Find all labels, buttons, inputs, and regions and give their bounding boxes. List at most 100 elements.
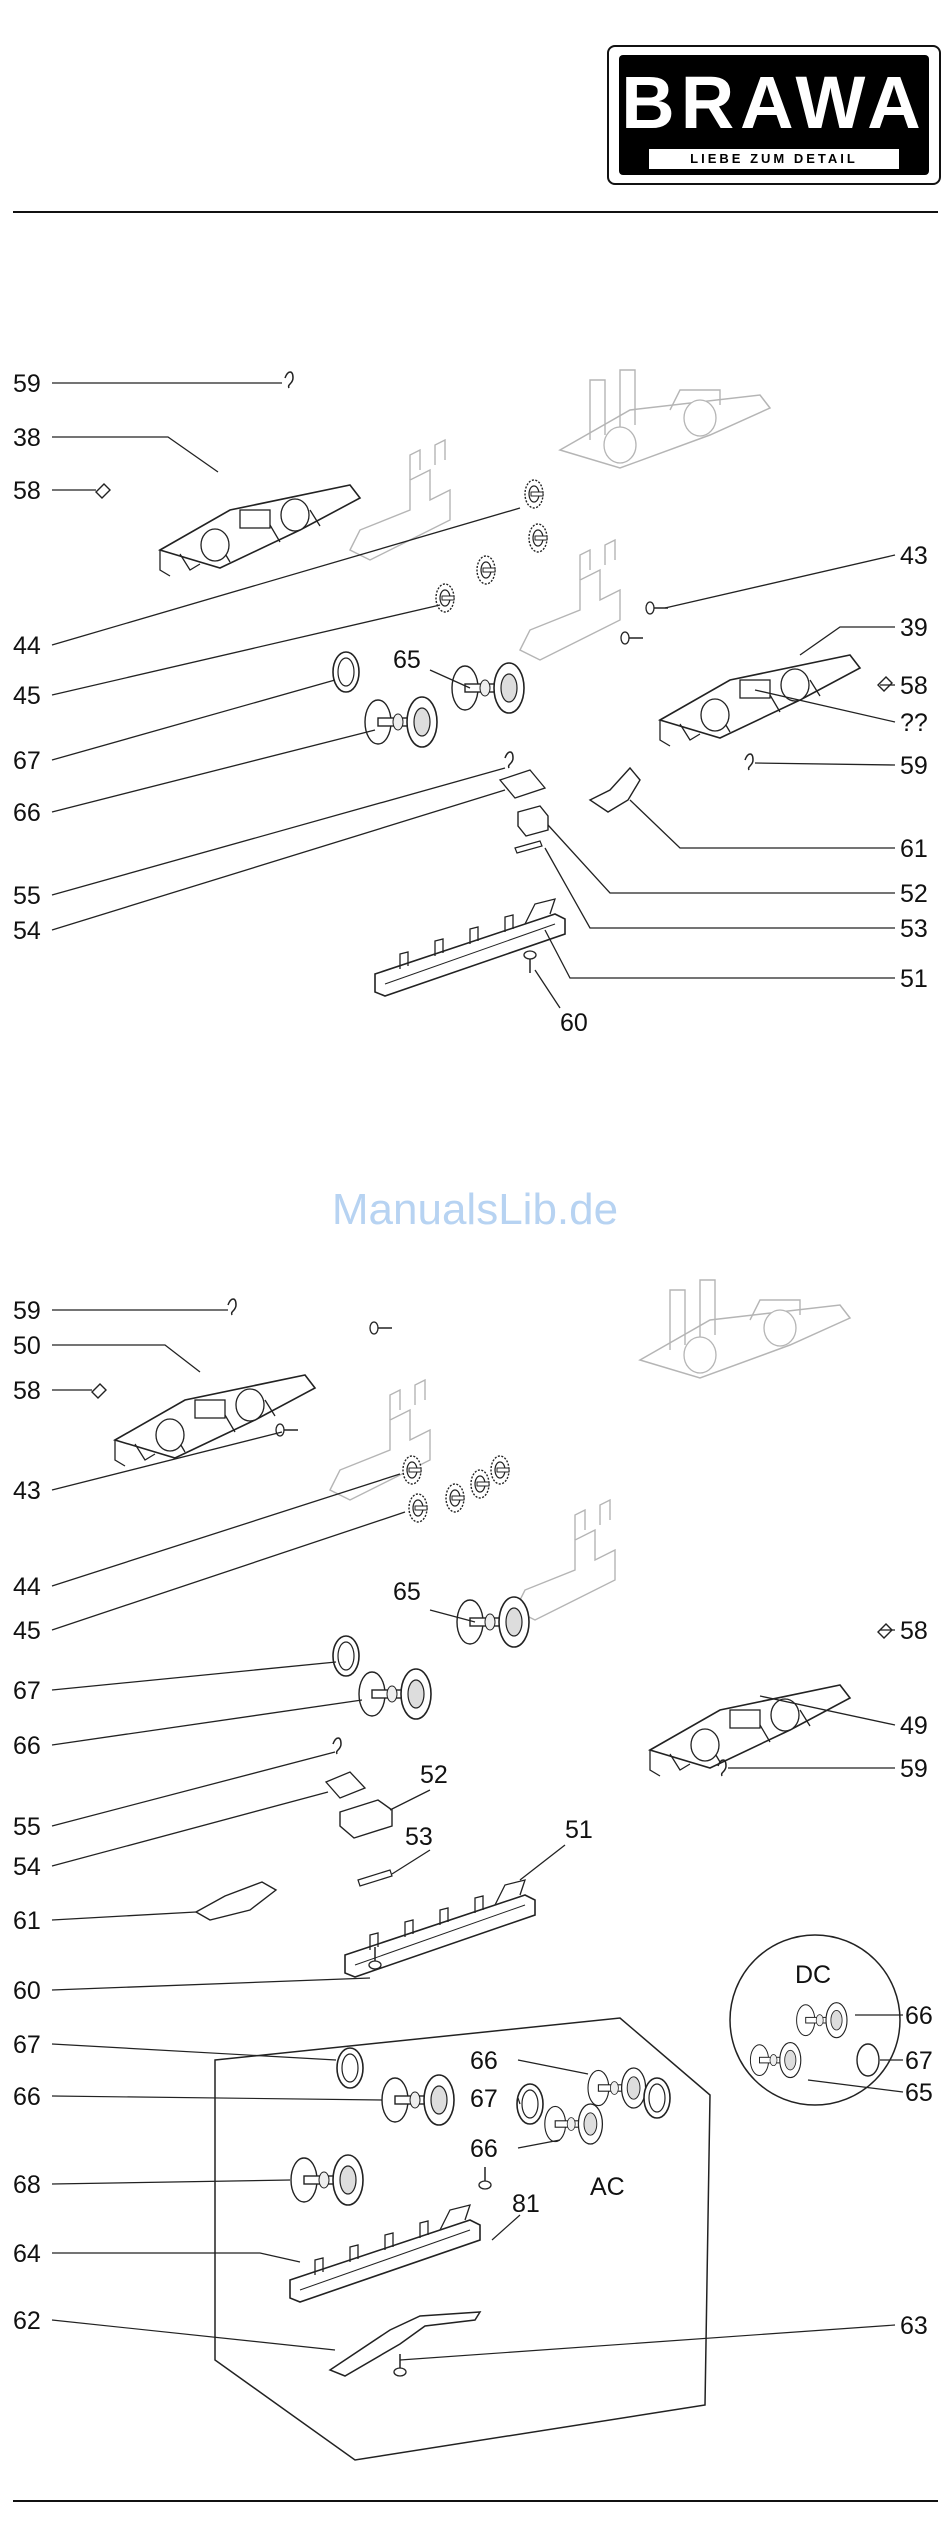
frame-51: [375, 899, 565, 996]
spring-59c: [228, 1299, 236, 1315]
gear-44d: [403, 1456, 421, 1484]
ac-label-81: 81: [512, 2190, 540, 2218]
label2-45: 45: [13, 1617, 41, 1645]
dc-label-67: 67: [905, 2047, 933, 2075]
label2-58: 58: [13, 1377, 41, 1405]
label-39: 39: [900, 614, 928, 642]
label2-58b: 58: [900, 1617, 928, 1645]
gear-44f: [491, 1456, 509, 1484]
label-59: 59: [13, 370, 41, 398]
gear-44e: [471, 1470, 489, 1498]
wheelset-66: [365, 697, 437, 747]
gear-45: [436, 584, 454, 612]
wheelset-66b: [359, 1669, 431, 1719]
grey-chassis-outline-1: [560, 370, 770, 468]
diagram-2: DC 66 67 65 AC: [13, 1280, 933, 2460]
label-58: 58: [13, 477, 41, 505]
label-58b: 58: [900, 672, 928, 700]
clip-58b: [878, 677, 892, 691]
clip-58d: [878, 1624, 892, 1638]
label-51: 51: [900, 965, 928, 993]
diagram-1: 59 38 58 44 45 67 66 55 54 65 43 39 58 ?…: [13, 370, 928, 1037]
label-66: 66: [13, 799, 41, 827]
wheelset-65: [452, 663, 524, 713]
label2-67: 67: [13, 1677, 41, 1705]
block-52: [518, 806, 548, 836]
label-61: 61: [900, 835, 928, 863]
dc-label-66: 66: [905, 2002, 933, 2030]
grey-chassis-outline-2: [640, 1280, 850, 1378]
ac-ring-66: [644, 2078, 670, 2118]
gear-44b: [529, 524, 547, 552]
label2-59: 59: [13, 1297, 41, 1325]
gear-44c: [477, 556, 495, 584]
grey-bracket-1b: [520, 540, 620, 660]
label2-50: 50: [13, 1332, 41, 1360]
label-60: 60: [560, 1009, 588, 1037]
ring-67: [333, 652, 359, 692]
ac-title: AC: [590, 2173, 625, 2201]
spring-55: [505, 752, 513, 768]
ac-label-67b: 67: [470, 2085, 498, 2113]
label-38: 38: [13, 424, 41, 452]
plate-54b: [326, 1772, 365, 1798]
label-52: 52: [900, 880, 928, 908]
screw-60: [524, 951, 536, 973]
gear-45b: [409, 1494, 427, 1522]
ac-label-64: 64: [13, 2240, 41, 2268]
screw-43a: [646, 602, 668, 614]
block-52b: [340, 1800, 392, 1838]
ac-label-67: 67: [13, 2031, 41, 2059]
ac-label-62: 62: [13, 2307, 41, 2335]
ring-67b: [333, 1636, 359, 1676]
bogie-49: [650, 1685, 850, 1776]
screw-43c: [370, 1322, 392, 1334]
bogie-39: [660, 655, 860, 746]
screw-43d: [276, 1424, 298, 1436]
label-unknown: ??: [900, 709, 928, 737]
ac-ring-67: [337, 2048, 363, 2088]
label-43: 43: [900, 542, 928, 570]
label-65: 65: [393, 646, 421, 674]
ac-label-63: 63: [900, 2312, 928, 2340]
strip-53: [515, 841, 542, 853]
clip-58c: [92, 1384, 106, 1398]
bogie-38: [160, 485, 360, 576]
plate-54: [500, 770, 545, 798]
label-45: 45: [13, 682, 41, 710]
dc-label-65: 65: [905, 2079, 933, 2107]
label-67: 67: [13, 747, 41, 775]
label2-53: 53: [405, 1823, 433, 1851]
ac-ring-67b: [517, 2084, 543, 2124]
label2-61: 61: [13, 1907, 41, 1935]
spring-59b: [745, 754, 753, 770]
dc-title: DC: [795, 1961, 831, 1989]
label-54: 54: [13, 917, 41, 945]
grey-bracket-2b: [515, 1500, 615, 1620]
gear-45c: [446, 1484, 464, 1512]
bogie-50: [115, 1375, 315, 1466]
label2-52: 52: [420, 1761, 448, 1789]
label-53: 53: [900, 915, 928, 943]
clip-58a: [96, 484, 110, 498]
label2-59b: 59: [900, 1755, 928, 1783]
spring-59a: [285, 372, 293, 388]
label2-51: 51: [565, 1816, 593, 1844]
screw-43b: [621, 632, 643, 644]
contact-61: [590, 768, 640, 812]
dc-ring-67: [857, 2044, 879, 2076]
label2-49: 49: [900, 1712, 928, 1740]
grey-bracket-1a: [350, 440, 450, 560]
gear-44a: [525, 480, 543, 508]
ac-label-68: 68: [13, 2171, 41, 2199]
label-55: 55: [13, 882, 41, 910]
ac-label-66: 66: [13, 2083, 41, 2111]
label2-43: 43: [13, 1477, 41, 1505]
label-44: 44: [13, 632, 41, 660]
ac-label-66c: 66: [470, 2135, 498, 2163]
label-59b: 59: [900, 752, 928, 780]
label2-54: 54: [13, 1853, 41, 1881]
ac-label-66b: 66: [470, 2047, 498, 2075]
label2-55: 55: [13, 1813, 41, 1841]
